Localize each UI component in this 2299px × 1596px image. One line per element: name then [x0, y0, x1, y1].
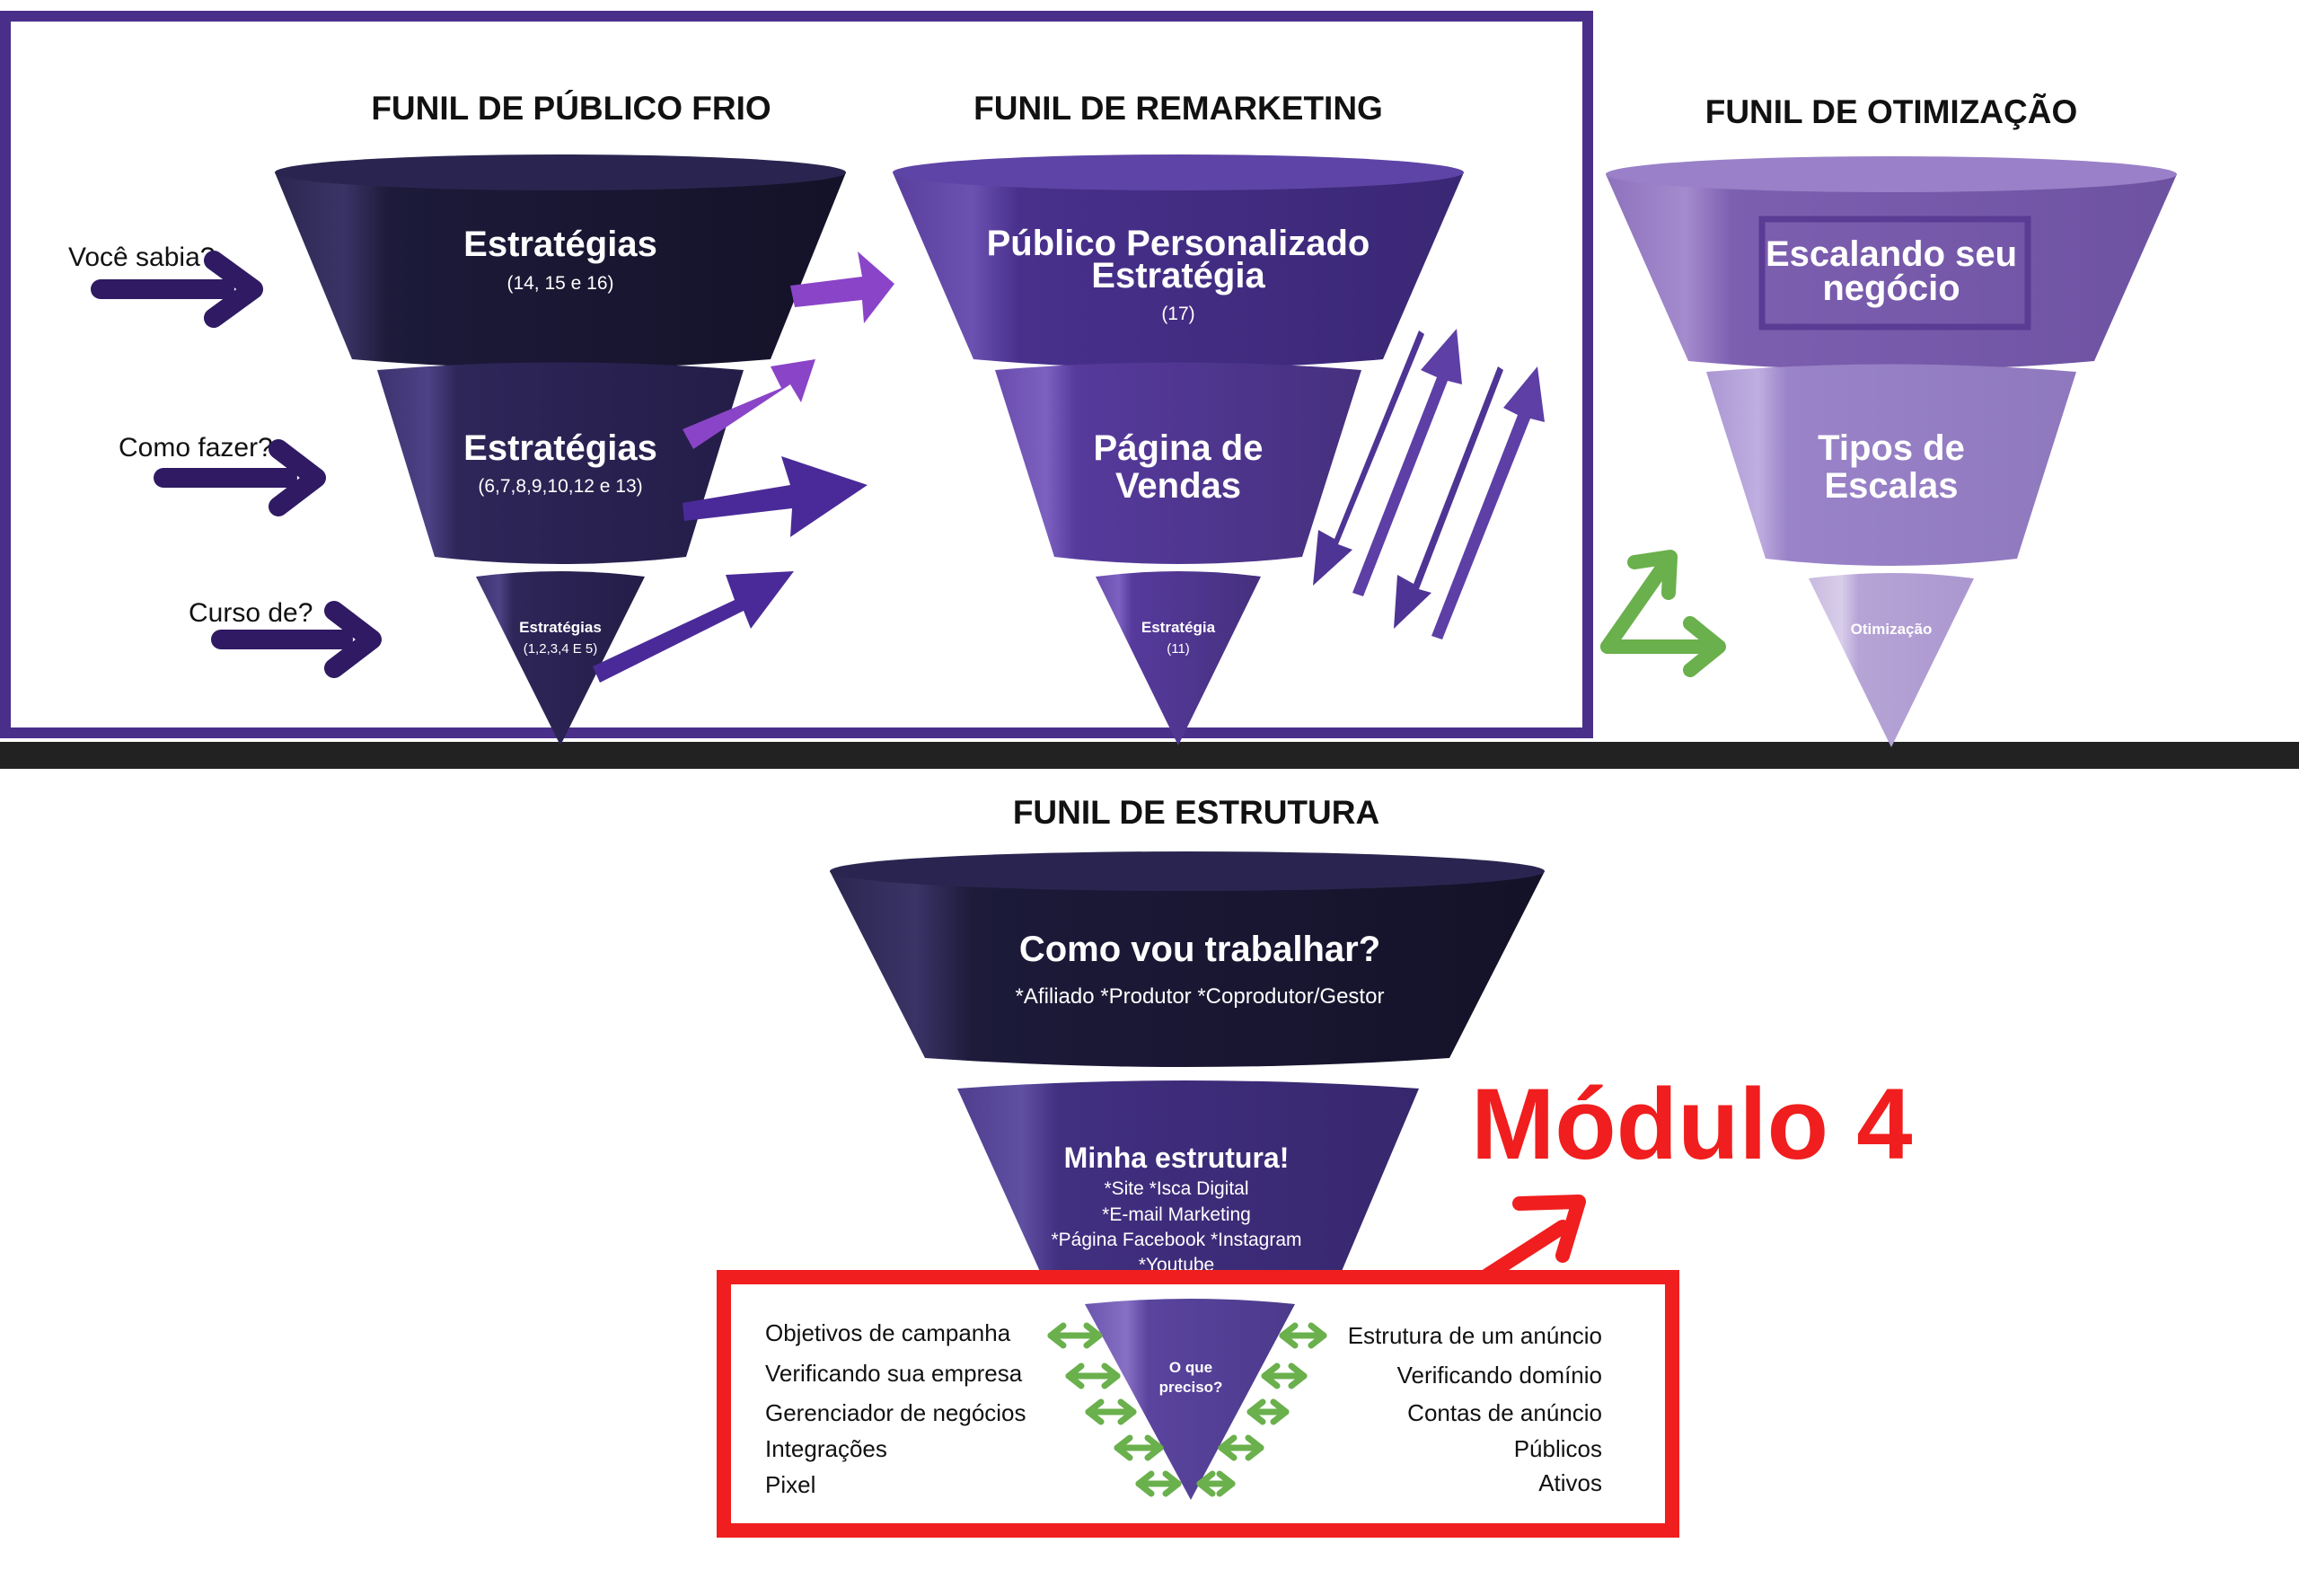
left-item-4: Integrações	[765, 1435, 887, 1462]
funil-frio-bottom-sub: (1,2,3,4 E 5)	[524, 641, 598, 657]
double-arrow-right-2-icon	[1261, 1362, 1308, 1389]
funil-frio-funnel	[275, 154, 846, 745]
funil-estrutura-middle-line-2: *E-mail Marketing	[1102, 1204, 1251, 1225]
funil-otimizacao-top-line2: negócio	[1822, 269, 1960, 308]
funil-remarketing-top-line1: Público Personalizado	[987, 224, 1370, 263]
funil-remarketing-middle-line1: Página de	[1094, 428, 1264, 468]
left-item-2: Verificando sua empresa	[765, 1360, 1023, 1387]
funil-otimizacao-bottom-segment	[1809, 573, 1974, 747]
question-como-fazer: Como fazer?	[119, 433, 273, 463]
funil-remarketing-middle-segment	[995, 362, 1361, 564]
escalando-highlight-box	[1758, 216, 2031, 331]
funil-estrutura-funnel	[830, 851, 1545, 1500]
funil-frio-bottom-label: Estratégias	[519, 619, 602, 636]
funil-frio-bottom-segment	[476, 571, 645, 745]
question-arrow-3-icon	[211, 601, 382, 678]
funil-estrutura-bottom-segment	[1085, 1299, 1295, 1500]
funil-frio-title: FUNIL DE PÚBLICO FRIO	[371, 89, 771, 127]
double-arrow-right-3-icon	[1246, 1398, 1290, 1425]
funil-estrutura-middle-segment	[957, 1080, 1419, 1283]
funil-otimizacao-funnel	[1606, 156, 2177, 747]
funil-remarketing-title: FUNIL DE REMARKETING	[973, 90, 1383, 127]
arrow-up-2-icon	[1431, 366, 1545, 639]
funil-frio-middle-label: Estratégias	[463, 428, 657, 468]
top-section-frame	[0, 11, 1593, 738]
modulo-4-label: Módulo 4	[1471, 1068, 1912, 1180]
funil-remarketing-bottom-segment	[1096, 571, 1261, 745]
funil-remarketing-funnel	[893, 154, 1464, 745]
funil-frio-top-label: Estratégias	[463, 225, 657, 264]
funil-otimizacao-middle-segment	[1706, 364, 2076, 566]
double-arrow-left-3-icon	[1085, 1398, 1137, 1425]
funil-otimizacao-top-line1: Escalando seu	[1766, 234, 2017, 274]
funil-remarketing-middle-line2: Vendas	[1115, 466, 1241, 506]
funil-estrutura-top-sub: *Afiliado *Produtor *Coprodutor/Gestor	[1016, 984, 1385, 1009]
double-arrow-left-5-icon	[1135, 1470, 1182, 1497]
funil-otimizacao-middle-line2: Escalas	[1824, 466, 1958, 506]
arrow-up-1-icon	[1352, 329, 1462, 596]
section-divider	[0, 742, 2299, 769]
right-item-2: Verificando domínio	[1397, 1362, 1602, 1389]
funil-frio-middle-sub: (6,7,8,9,10,12 e 13)	[478, 476, 642, 497]
left-item-1: Objetivos de campanha	[765, 1319, 1011, 1346]
arrow-diagonal-2-icon	[593, 571, 794, 683]
question-arrow-2-icon	[154, 439, 326, 516]
funil-remarketing-top-sub: (17)	[1161, 304, 1194, 324]
funil-otimizacao-middle-line1: Tipos de	[1818, 428, 1965, 468]
double-arrow-left-2-icon	[1065, 1362, 1121, 1389]
funil-estrutura-middle-line-1: *Site *Isca Digital	[1104, 1178, 1248, 1199]
double-arrow-left-1-icon	[1047, 1322, 1103, 1349]
funil-estrutura-top-label: Como vou trabalhar?	[1019, 930, 1380, 969]
funil-estrutura-title: FUNIL DE ESTRUTURA	[1013, 794, 1379, 831]
question-voce-sabia: Você sabia?	[68, 242, 215, 272]
funil-estrutura-middle-line-3: *Página Facebook *Instagram	[1052, 1230, 1302, 1250]
funil-frio-top-segment	[275, 162, 846, 368]
funil-estrutura-middle-label: Minha estrutura!	[1064, 1142, 1290, 1174]
funil-remarketing-top-line2: Estratégia	[1091, 256, 1265, 295]
funil-estrutura-bottom-line2: preciso?	[1159, 1379, 1223, 1396]
double-arrow-right-4-icon	[1218, 1434, 1264, 1461]
arrow-right-1-icon	[790, 251, 894, 323]
funil-remarketing-top-segment	[893, 162, 1464, 368]
up-down-arrows	[1313, 329, 1545, 639]
funil-estrutura-top-segment	[830, 860, 1545, 1067]
right-item-1: Estrutura de um anúncio	[1348, 1322, 1602, 1349]
left-item-3: Gerenciador de negócios	[765, 1399, 1026, 1426]
modulo-4-highlight-box	[717, 1270, 1679, 1538]
right-item-3: Contas de anúncio	[1407, 1399, 1602, 1426]
arrow-diagonal-1-icon	[683, 359, 815, 449]
funil-otimizacao-title: FUNIL DE OTIMIZAÇÃO	[1705, 93, 2078, 130]
funil-remarketing-bottom-sub: (11)	[1167, 641, 1190, 657]
funil-frio-top-sub: (14, 15 e 16)	[506, 273, 613, 294]
double-arrow-right-5-icon	[1196, 1470, 1236, 1497]
funil-otimizacao-bottom-label: Otimização	[1851, 621, 1933, 638]
question-curso-de: Curso de?	[189, 598, 313, 628]
funil-frio-middle-segment	[377, 362, 744, 564]
left-item-5: Pixel	[765, 1471, 815, 1498]
arrow-down-2-icon	[1394, 366, 1503, 629]
arrow-right-2-icon	[683, 456, 868, 537]
right-item-5: Ativos	[1538, 1469, 1602, 1496]
double-arrow-right-1-icon	[1279, 1322, 1327, 1349]
green-double-arrows	[1047, 1322, 1327, 1497]
double-arrow-left-4-icon	[1114, 1434, 1164, 1461]
red-arrow-icon	[1480, 1195, 1586, 1283]
funil-remarketing-bottom-label: Estratégia	[1141, 619, 1216, 636]
arrow-down-1-icon	[1313, 331, 1424, 586]
right-item-4: Públicos	[1514, 1435, 1602, 1462]
green-cycle-arrow-icon	[1600, 550, 1726, 677]
funil-estrutura-bottom-line1: O que	[1169, 1359, 1212, 1376]
transition-arrows	[593, 251, 894, 683]
funil-otimizacao-top-segment	[1606, 163, 2177, 370]
question-arrow-1-icon	[91, 251, 263, 328]
